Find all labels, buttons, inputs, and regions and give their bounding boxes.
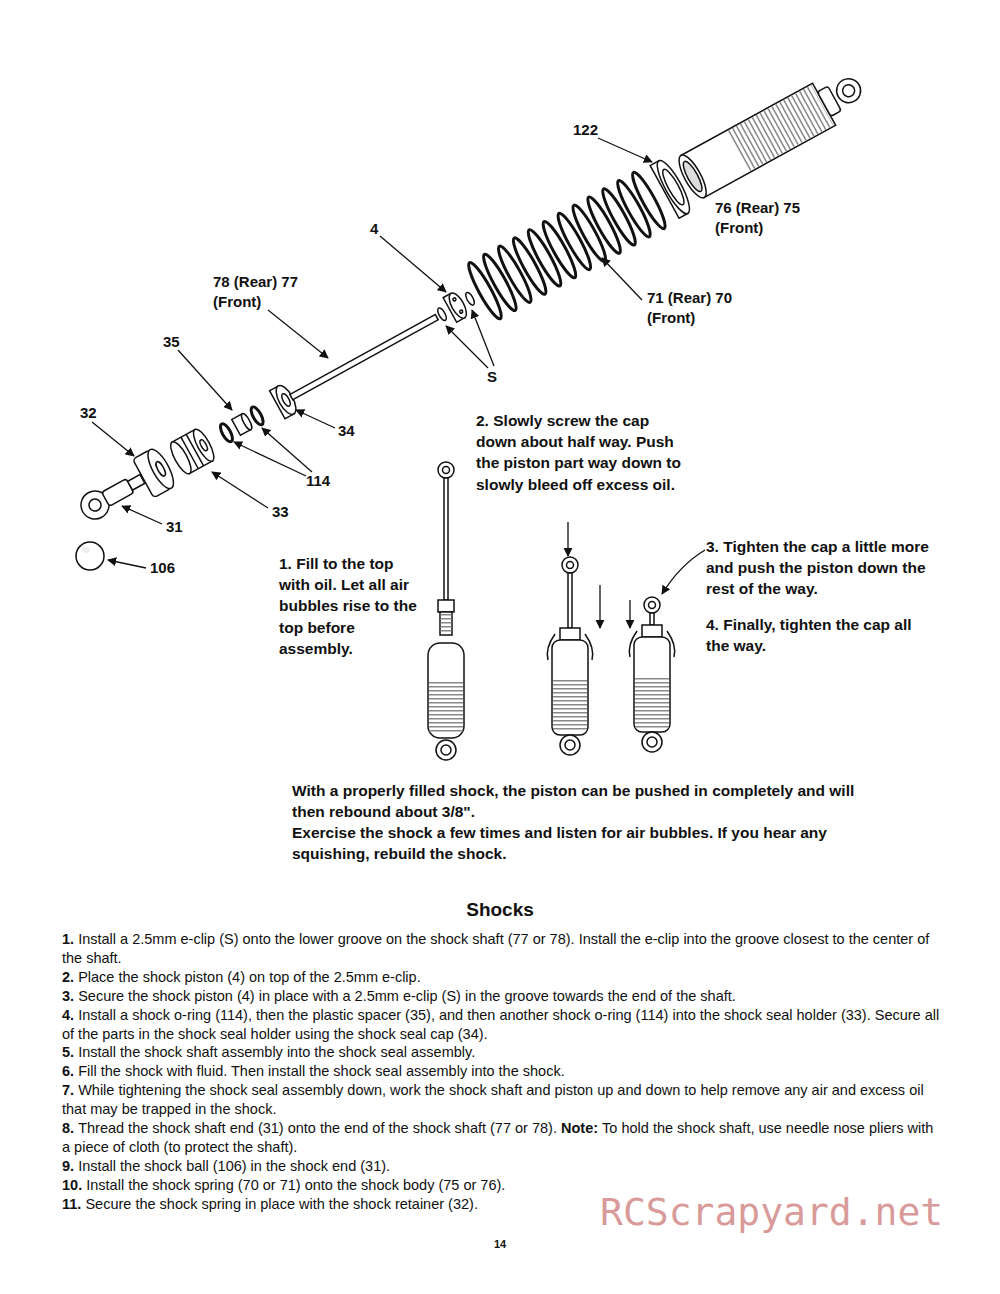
step-text: While tightening the shock seal assembly… [62,1082,924,1117]
step-text: Install a shock o-ring (114), then the p… [62,1007,939,1042]
step-text: Install a 2.5mm e-clip (S) onto the lowe… [62,931,929,966]
callout-number: 114 [306,472,356,491]
instruction-step: 5.Install the shock shaft assembly into … [62,1043,940,1062]
step-number: 6. [62,1063,74,1079]
callout-number: 106 [150,559,200,578]
callout-number: 34 [338,422,378,441]
callout-letter: S [487,368,517,387]
step-note: 3. Tighten the cap a little more and pus… [706,536,936,600]
watermark: RCScrapyard.net [600,1190,970,1236]
fill-note: Exercise the shock a few times and liste… [292,822,882,864]
step-text: Fill the shock with fluid. Then install … [78,1063,565,1079]
step-number: 5. [62,1044,74,1060]
fill-note: With a properly filled shock, the piston… [292,780,882,822]
step-number: 7. [62,1082,74,1098]
step-text: Thread the shock shaft end (31) onto the… [78,1120,557,1136]
step-number: 9. [62,1158,74,1174]
callout-number: 31 [166,518,206,537]
step-text: Install the shock ball (106) in the shoc… [78,1158,390,1174]
instruction-step: 9.Install the shock ball (106) in the sh… [62,1157,940,1176]
instruction-step: 6.Fill the shock with fluid. Then instal… [62,1062,940,1081]
step-note: 4. Finally, tighten the cap all the way. [706,614,936,656]
page-number: 14 [470,1238,530,1252]
callout-number: 122 [573,121,633,140]
instruction-step: 2.Place the shock piston (4) on top of t… [62,968,940,987]
callout-number: 33 [272,503,312,522]
step-number: 10. [62,1177,82,1193]
step-number: 3. [62,988,74,1004]
step-number: 11. [62,1196,81,1212]
callout-number: 71 (Rear) 70 (Front) [647,288,737,327]
step-text: Secure the shock spring in place with th… [85,1196,478,1212]
step-number: 4. [62,1007,74,1023]
callout-number: 76 (Rear) 75 (Front) [715,198,805,237]
instruction-step: 8.Thread the shock shaft end (31) onto t… [62,1119,940,1157]
section-title: Shocks [0,898,1000,922]
step-note: 1. Fill to the top with oil. Let all air… [279,553,424,659]
instruction-step: 3.Secure the shock piston (4) in place w… [62,987,940,1006]
instruction-step: 11.Secure the shock spring in place with… [62,1195,940,1214]
callout-number: 35 [163,333,203,352]
step-number: Note: [561,1120,598,1136]
step-number: 1. [62,931,74,947]
instruction-list: 1.Install a 2.5mm e-clip (S) onto the lo… [62,930,940,1214]
callout-number: 32 [80,404,120,423]
callout-number: 4 [370,220,400,239]
step-text: Install the shock spring (70 or 71) onto… [86,1177,505,1193]
step-note: 2. Slowly screw the cap down about half … [476,410,686,495]
step-text: Secure the shock piston (4) in place wit… [78,988,736,1004]
instruction-step: 1.Install a 2.5mm e-clip (S) onto the lo… [62,930,940,968]
callout-number: 78 (Rear) 77 (Front) [213,272,303,311]
instruction-step: 7.While tightening the shock seal assemb… [62,1081,940,1119]
instruction-step: 10.Install the shock spring (70 or 71) o… [62,1176,940,1195]
step-number: 8. [62,1120,74,1136]
instruction-step: 4.Install a shock o-ring (114), then the… [62,1006,940,1044]
step-number: 2. [62,969,74,985]
step-text: Place the shock piston (4) on top of the… [78,969,421,985]
step-text: Install the shock shaft assembly into th… [78,1044,475,1060]
